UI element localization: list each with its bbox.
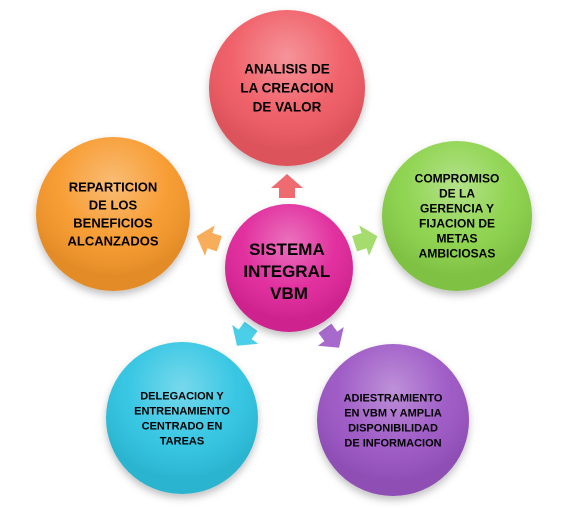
arrow-reparticion: [196, 225, 222, 256]
node-label-analisis: ANALISIS DE LA CREACION DE VALOR: [240, 62, 333, 115]
center-node: SISTEMA INTEGRAL VBM: [225, 204, 353, 332]
node-label-line: ENTRENAMIENTO: [134, 405, 230, 417]
node-label-line: LA CREACION: [240, 81, 333, 96]
node-label-delegacion: DELEGACION Y ENTRENAMIENTO CENTRADO EN TARE…: [134, 390, 230, 447]
node-label-line: ADIESTRAMIENTO: [344, 392, 443, 404]
node-label-line: DE LOS: [89, 198, 138, 213]
node-label-line: DELEGACION Y: [140, 390, 224, 402]
node-label-line: BENEFICIOS: [73, 216, 153, 231]
node-label-line: ALCANZADOS: [68, 234, 159, 249]
node-label-line: COMPROMISO: [415, 172, 500, 186]
arrow-analisis: [271, 174, 303, 198]
arrow-compromiso: [352, 225, 378, 256]
arrow-delegacion: [232, 321, 259, 346]
node-delegacion: DELEGACION Y ENTRENAMIENTO CENTRADO EN TARE…: [106, 342, 258, 494]
arrow-adiestramiento: [317, 323, 344, 348]
node-adiestramiento: ADIESTRAMIENTO EN VBM Y AMPLIA DISPONIBILI…: [317, 344, 469, 496]
node-label-line: AMBICIOSAS: [419, 247, 496, 261]
node-label-adiestramiento: ADIESTRAMIENTO EN VBM Y AMPLIA DISPONIBILI…: [344, 392, 443, 449]
node-label-line: DE VALOR: [253, 100, 322, 115]
node-label-line: EN VBM Y AMPLIA: [344, 407, 442, 419]
node-label-line: ANALISIS DE: [244, 62, 330, 77]
node-label-reparticion: REPARTICION DE LOS BENEFICIOS ALCANZADOS: [68, 180, 159, 249]
node-label-line: GERENCIA Y: [420, 202, 494, 216]
node-label-line: FIJACION DE: [419, 217, 495, 231]
node-label-line: REPARTICION: [69, 180, 158, 195]
node-label-line: DE LA: [439, 187, 475, 201]
node-label-line: CENTRADO EN: [142, 420, 223, 432]
center-label-line-3: VBM: [270, 284, 308, 303]
node-label-line: TAREAS: [160, 435, 204, 447]
node-label-line: DE INFORMACION: [344, 437, 441, 449]
node-label-line: DISPONIBILIDAD: [348, 422, 438, 434]
svg-text:SISTEMA INTEGRAL V: SISTEMA INTEGRAL VBM: [243, 240, 334, 303]
center-label-line-2: INTEGRAL: [243, 262, 330, 281]
node-label-line: METAS: [436, 232, 477, 246]
center-label-line-1: SISTEMA: [249, 240, 324, 259]
node-analisis: ANALISIS DE LA CREACION DE VALOR: [209, 10, 365, 166]
node-reparticion: REPARTICION DE LOS BENEFICIOS ALCANZADOS: [36, 137, 190, 291]
